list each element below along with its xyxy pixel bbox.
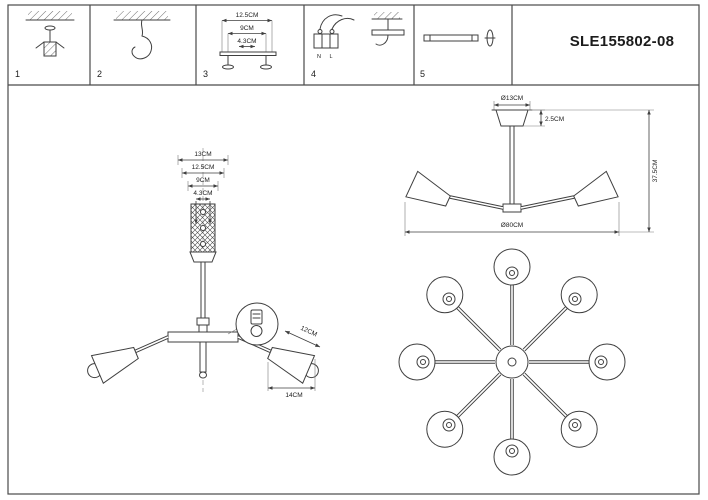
right-shade (267, 346, 319, 384)
canopy (189, 251, 217, 263)
shade-sphere-bottom-right (560, 410, 598, 448)
live-wire-label: L (329, 54, 332, 60)
step-panel-2: 2 (97, 11, 171, 79)
left-arm (133, 335, 169, 354)
front-dim-125cm: 12.5CM (192, 164, 215, 171)
step-panel-3: 12.5CM 9CM 4.3CM 3 (203, 12, 277, 79)
front-dim-12cm: 12CM (299, 325, 318, 339)
top-view (398, 248, 626, 476)
shade-sphere-top (493, 248, 531, 286)
left-shade (405, 170, 451, 207)
mounting-plate (190, 203, 216, 253)
right-shade (573, 170, 619, 207)
side-dim-canopy-diameter: Ø13CM (501, 95, 523, 102)
screw-end-icon (484, 29, 496, 47)
hub-top (495, 345, 529, 379)
center-hub (167, 331, 239, 379)
side-view: Ø13CM 2.5CM Ø80CM (404, 95, 659, 236)
step-number-1: 1 (15, 69, 20, 79)
wall-bracket-icon (371, 12, 405, 46)
anchor-bolt-icon (35, 25, 65, 57)
step-number-2: 2 (97, 69, 102, 79)
left-shade (87, 346, 139, 384)
step-panel-1: 1 (15, 11, 75, 79)
left-arm (449, 195, 504, 210)
radial-arms (435, 285, 589, 439)
bracket-width-label: 12.5CM (236, 12, 259, 19)
ceiling-hatch-icon (25, 11, 75, 21)
shade-sphere-top-left (426, 276, 464, 314)
side-dim-diameter-80: Ø80CM (501, 222, 523, 229)
ceiling-hatch-icon (113, 11, 171, 21)
shade-sphere-left (398, 343, 436, 381)
front-view: 13CM 12.5CM 9CM 4.3CM (87, 148, 321, 399)
canopy (491, 109, 533, 127)
model-number: SLE155802-08 (570, 33, 675, 50)
step-number-4: 4 (311, 69, 316, 79)
shade-sphere-right (588, 343, 626, 381)
step-panel-5: 5 (420, 29, 496, 79)
step-number-5: 5 (420, 69, 425, 79)
stem (502, 125, 522, 213)
terminal-block-icon (313, 14, 355, 49)
front-dim-9cm: 9CM (196, 177, 210, 184)
step-panel-4: N L 4 (311, 12, 405, 79)
screw-spacing-label: 9CM (240, 25, 254, 32)
front-dim-43cm: 4.3CM (193, 190, 212, 197)
right-arm (520, 195, 575, 210)
step-number-3: 3 (203, 69, 208, 79)
front-dim-13cm: 13CM (194, 151, 211, 158)
mounting-bracket-icon (219, 51, 277, 70)
border-frame (7, 4, 700, 495)
connecting-rod-icon (423, 34, 479, 42)
stem (196, 261, 210, 333)
front-dim-14cm: 14CM (285, 392, 302, 399)
side-dim-canopy-height: 2.5CM (545, 116, 564, 123)
socket-detail-icon (250, 309, 263, 337)
neutral-wire-label: N (317, 54, 321, 60)
shade-sphere-top-right (560, 276, 598, 314)
slot-spacing-label: 4.3CM (237, 38, 256, 45)
hanging-hook-icon (131, 19, 153, 60)
detail-zoom-circle (227, 302, 279, 346)
shade-sphere-bottom (493, 438, 531, 476)
side-dim-height-375: 37.5CM (652, 160, 659, 183)
shade-sphere-bottom-left (426, 410, 464, 448)
